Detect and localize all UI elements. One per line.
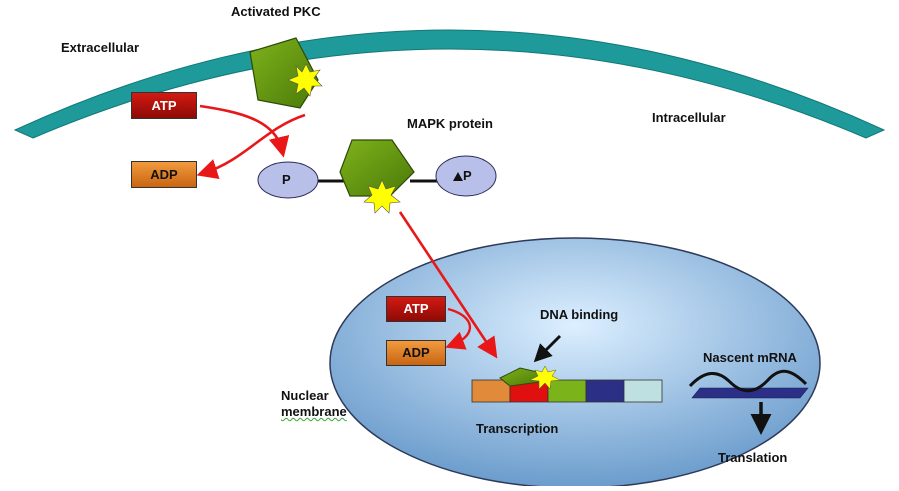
dna-segment-lightblue bbox=[623, 379, 663, 403]
phosphate-right-label: P bbox=[463, 168, 472, 183]
mapk-protein-shape bbox=[339, 139, 415, 197]
nuclear-membrane-label-line1: Nuclear bbox=[281, 388, 329, 403]
extracellular-label: Extracellular bbox=[61, 40, 140, 55]
mapk-activation-star-icon bbox=[363, 179, 401, 214]
phosphate-left-oval bbox=[257, 161, 319, 199]
dna-binding-pointer-arrow bbox=[533, 334, 562, 363]
dna-segment-green bbox=[547, 379, 587, 403]
nascent-mrna-label: Nascent mRNA bbox=[703, 350, 797, 365]
mrna-base-bar bbox=[691, 387, 809, 399]
atp-box-nucleus: ATP bbox=[386, 296, 446, 322]
adp-box-top: ADP bbox=[131, 161, 197, 188]
dna-binding-label: DNA binding bbox=[540, 307, 619, 322]
mapk-protein-label: MAPK protein bbox=[407, 116, 493, 131]
phosphate-triangle-icon bbox=[453, 172, 463, 181]
transcription-label: Transcription bbox=[476, 421, 559, 436]
dna-segment-navy bbox=[585, 379, 625, 403]
intracellular-label: Intracellular bbox=[652, 110, 726, 125]
adp-box-nucleus: ADP bbox=[386, 340, 446, 366]
nuclear-atp-adp-arrow bbox=[445, 307, 472, 350]
phosphate-left-label: P bbox=[282, 172, 291, 187]
activated-pkc-label: Activated PKC bbox=[231, 4, 321, 19]
atp-to-phosphate-arrow bbox=[199, 104, 290, 158]
dna-binding-star-icon bbox=[529, 365, 561, 390]
atp-box-top: ATP bbox=[131, 92, 197, 119]
phosphate-right-oval bbox=[435, 155, 497, 197]
nuclear-membrane-label-line2: membrane bbox=[281, 404, 347, 419]
pkc-activation-star-icon bbox=[287, 63, 323, 97]
nascent-mrna-wave bbox=[688, 369, 808, 393]
pkc-to-adp-arrow bbox=[196, 113, 306, 179]
mapk-to-dna-arrow bbox=[398, 211, 498, 359]
translation-label: Translation bbox=[718, 450, 788, 465]
dna-segment-orange bbox=[471, 379, 511, 403]
